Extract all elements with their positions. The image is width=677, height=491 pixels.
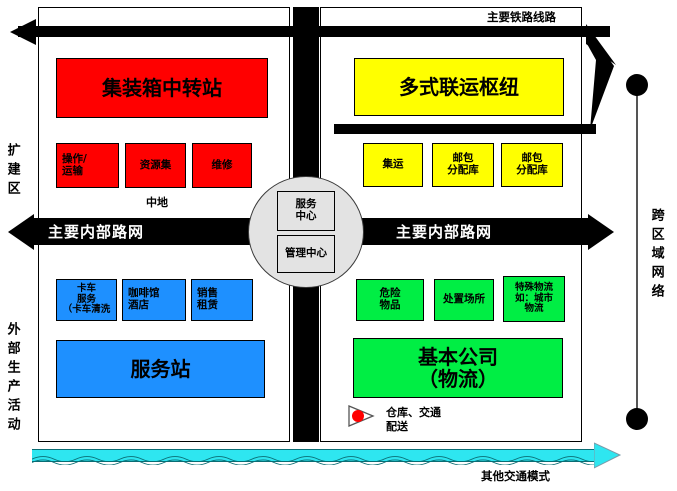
middle-land-label: 中地 <box>146 196 168 209</box>
water-transport-band <box>31 449 605 466</box>
box-operations-transport[interactable]: 操作/ 运输 <box>56 143 119 188</box>
box-parcel-distribution-1[interactable]: 邮包 分配库 <box>432 143 494 187</box>
box-special-logistics[interactable]: 特殊物流 如：城市 物流 <box>503 276 565 322</box>
frame-top-right <box>320 7 582 228</box>
hub-service-center[interactable]: 服务 中心 <box>277 191 335 231</box>
road-right-label: 主要内部路网 <box>396 223 493 241</box>
central-vertical-road-bar-lower <box>293 262 319 442</box>
road-left-label: 主要内部路网 <box>48 223 145 241</box>
cross-region-node-bottom <box>626 408 648 430</box>
external-production-label: 外部生产活动 <box>4 322 20 436</box>
expansion-area-label: 扩建区 <box>4 143 20 200</box>
frame-bottom-left <box>38 228 290 442</box>
road-left-arrow-icon <box>8 214 34 250</box>
water-arrow-head-icon <box>594 442 622 469</box>
box-truck-service[interactable]: 卡车 服务 （卡车清洗 <box>56 279 117 321</box>
box-resource-pool[interactable]: 资源集 <box>125 143 186 188</box>
road-right-arrow-icon <box>588 214 614 250</box>
central-vertical-road-bar <box>293 7 319 207</box>
cross-region-node-line <box>636 85 638 420</box>
road-right-bar <box>346 218 588 245</box>
hub-management-center[interactable]: 管理中心 <box>277 235 335 273</box>
water-transport-label: 其他交通模式 <box>481 469 550 483</box>
box-hazardous-goods[interactable]: 危险 物品 <box>356 279 424 321</box>
rail-arrow-left-icon <box>10 19 36 45</box>
box-service-station[interactable]: 服务站 <box>56 340 265 398</box>
cross-region-network-label: 跨区域网络 <box>648 208 664 303</box>
road-left-bar <box>32 218 264 245</box>
box-parcel-distribution-2[interactable]: 邮包 分配库 <box>501 143 563 187</box>
central-hub: 服务 中心 管理中心 <box>248 176 364 288</box>
box-maintenance[interactable]: 维修 <box>192 143 252 188</box>
water-wave-pattern-icon <box>31 456 605 466</box>
box-intermodal-hub[interactable]: 多式联运枢纽 <box>354 58 564 116</box>
rail-top-label: 主要铁路线路 <box>487 10 556 24</box>
box-consolidation[interactable]: 集运 <box>363 143 423 187</box>
warehouse-traffic-marker-label: 仓库、交通 配送 <box>386 406 441 433</box>
rail-arrow-head-icon <box>586 24 616 130</box>
cross-region-node-top <box>626 74 648 96</box>
box-disposal-site[interactable]: 处置场所 <box>434 279 494 321</box>
box-sales-lease[interactable]: 销售 租赁 <box>191 279 253 321</box>
warehouse-traffic-marker-icon <box>348 405 375 427</box>
box-cafe-hotel[interactable]: 咖啡馆 酒店 <box>122 279 186 321</box>
box-base-company[interactable]: 基本公司 （物流） <box>353 338 563 398</box>
rail-spur-right <box>334 124 596 134</box>
box-container-terminal[interactable]: 集装箱中转站 <box>56 58 268 118</box>
